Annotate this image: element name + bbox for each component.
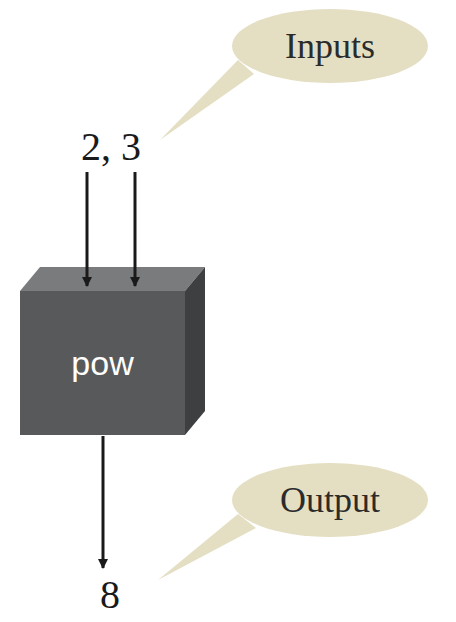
box-top-face xyxy=(20,267,205,291)
callout-bubble: Inputs xyxy=(232,9,428,83)
input-arrow xyxy=(134,172,137,286)
callout-tail xyxy=(158,514,256,580)
box-3d-faces xyxy=(20,267,205,435)
output-value: 8 xyxy=(98,571,122,618)
callout-bubble: Output xyxy=(232,463,428,537)
function-box: pow xyxy=(20,291,185,435)
input-values: 2, 3 xyxy=(79,123,143,170)
output-arrow xyxy=(102,436,105,568)
callout-tail xyxy=(160,60,254,140)
callout-text: Output xyxy=(280,479,380,521)
input-arrow xyxy=(86,172,89,286)
callout-text: Inputs xyxy=(285,25,375,67)
function-name: pow xyxy=(71,344,133,383)
box-side-face xyxy=(185,267,205,435)
